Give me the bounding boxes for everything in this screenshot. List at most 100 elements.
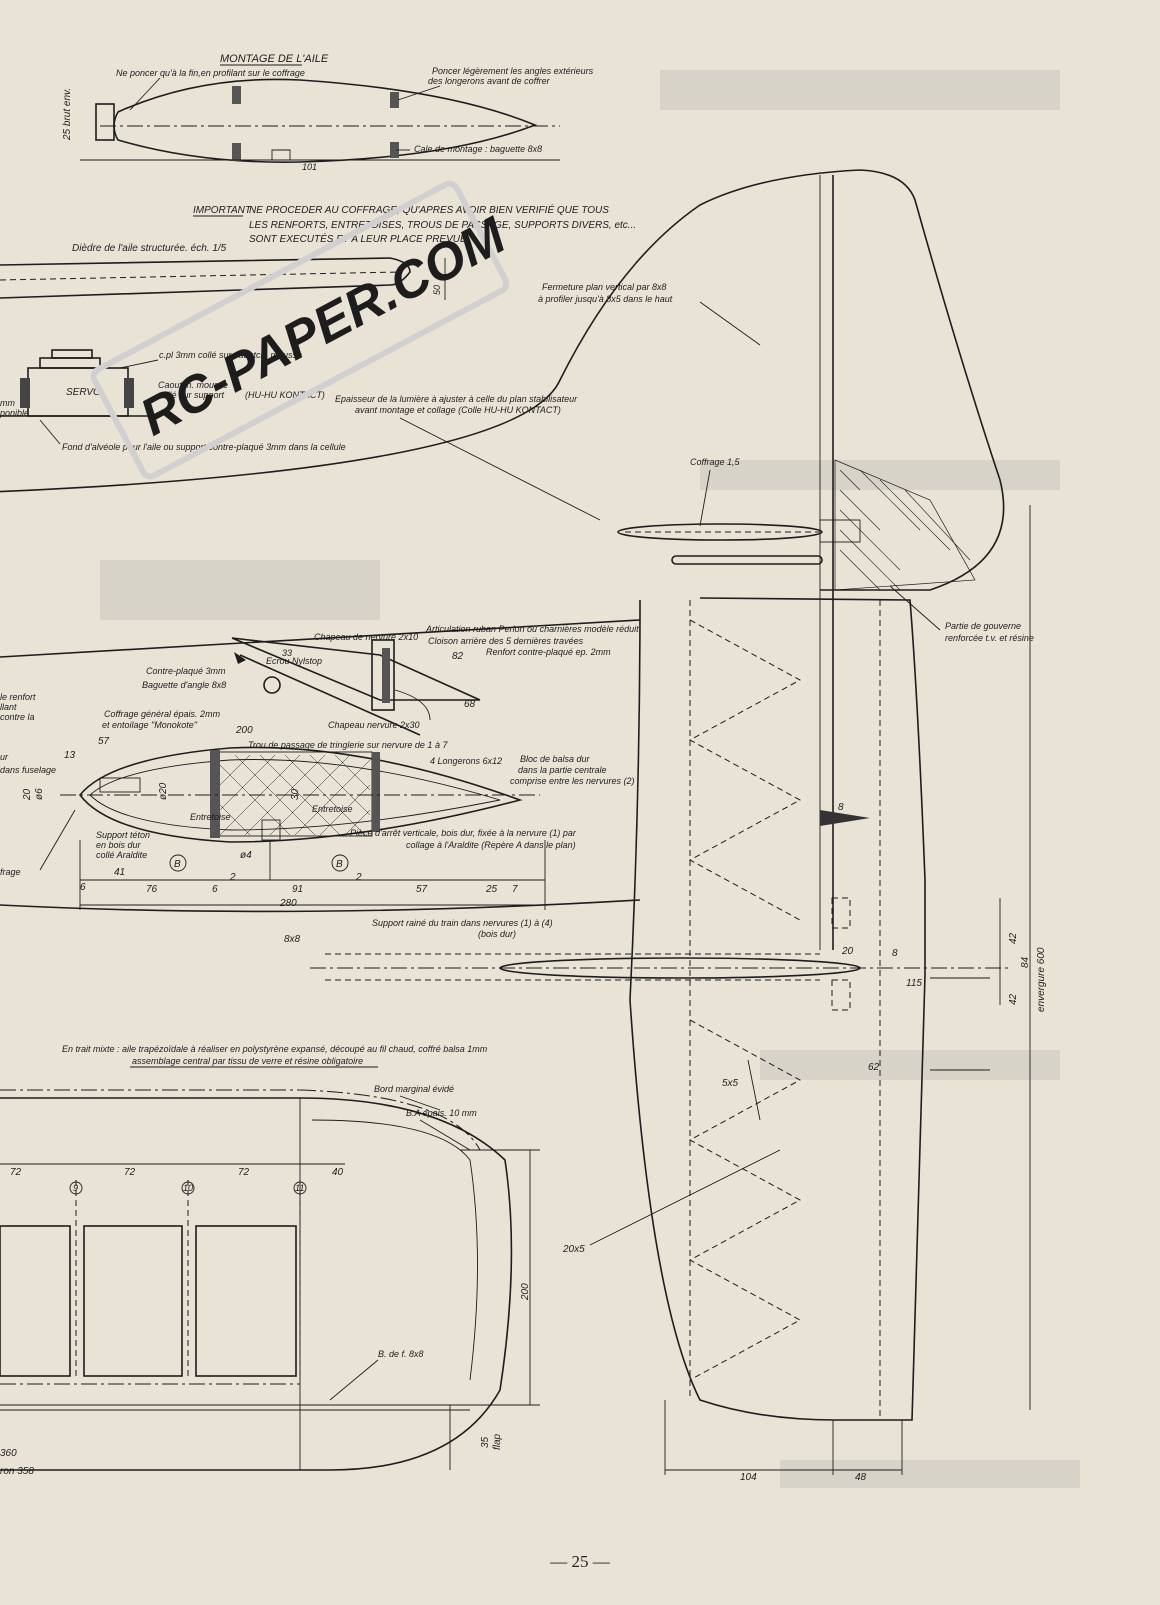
dim-7: 7 (512, 884, 518, 895)
rib-section-dimensions: 57 13 20 ø6 ø20 82 68 200 30 ø4 6 41 76 … (22, 648, 518, 945)
tail-dim-84: 84 (1020, 956, 1031, 968)
gear-note-2: (bois dur) (478, 929, 516, 939)
control-surface-note: Partie de gouverne (945, 621, 1021, 631)
spar-bottom-1 (232, 143, 241, 161)
sheeting-note: Coffrage général épais. 2mm (104, 709, 221, 719)
note-spar-edges-2: des longerons avant de coffrer (428, 76, 551, 86)
wing-flap-label: flap (492, 1433, 503, 1450)
dim-101: 101 (302, 162, 317, 172)
dihedral-view: Dièdre de l'aile structurée. éch. 1/5 50 (0, 243, 446, 300)
dowel-note-2: en bois dur (96, 840, 142, 850)
print-through-background (100, 70, 1080, 1488)
wing-span-2: ron 358 (0, 1466, 34, 1477)
dim-68: 68 (464, 699, 476, 710)
spars-note: 4 Longerons 6x12 (430, 756, 502, 766)
dim-82: 82 (452, 651, 464, 662)
wing-plan-note-2: assemblage central par tissu de verre et… (132, 1056, 363, 1066)
wing-plan-note: En trait mixte : aile trapézoïdale à réa… (62, 1044, 488, 1054)
tail-dim-104: 104 (740, 1472, 757, 1483)
tail-dim-42b: 42 (1008, 993, 1019, 1005)
wing-dim-72b: 72 (124, 1167, 136, 1178)
dim-280: 280 (279, 898, 297, 909)
tail-dim-42a: 42 (1008, 932, 1019, 944)
pushrod-note: Trou de passage de tringlerie sur nervur… (248, 740, 448, 750)
trailing-edge-note: B. de f. 8x8 (378, 1349, 424, 1359)
spacer-note-2: Entretoise (312, 804, 353, 814)
rib-airfoil (78, 746, 523, 843)
servo-left-note-2: ponible (0, 408, 29, 418)
stop-note: Pièce d'arrêt verticale, bois dur, fixée… (350, 828, 577, 838)
circle-B1: B (174, 859, 181, 870)
dim-20: 20 (22, 788, 33, 801)
control-surface-note-2: renforcée t.v. et résine (945, 633, 1034, 643)
stab-slot (617, 523, 823, 541)
important-line-3: SONT EXECUTÉS ET A LEUR PLACE PREVUE (249, 232, 467, 245)
dihedral-dim: 50 (432, 285, 442, 295)
page-number: — 25 — (550, 1552, 610, 1571)
spar-bottom-2 (390, 142, 399, 158)
sheeting-note-2: et entoilage "Monokote" (102, 720, 198, 730)
tail-dim-20: 20 (841, 946, 854, 957)
dim-2b: 2 (355, 872, 362, 883)
tail-dimensions: 8 20 8 115 42 42 84 envergure 600 62 5x5… (562, 802, 1047, 1483)
wing-span-1: 360 (0, 1448, 17, 1459)
dim-8x8: 8x8 (284, 934, 301, 945)
important-label: IMPORTANT (193, 205, 252, 216)
dim-13: 13 (64, 750, 76, 761)
wing-dim-72a: 72 (10, 1167, 22, 1178)
stop-note-2: collage à l'Araldite (Repère A dans le p… (406, 840, 576, 850)
tail-dim-8a: 8 (838, 802, 844, 813)
dim-6b: 6 (212, 884, 218, 895)
angle-strip-note: Baguette d'angle 8x8 (142, 680, 226, 690)
rear-bulkhead-note: Cloison arrière des 5 dernières travées (428, 636, 584, 646)
fin-slot-note-2: avant montage et collage (Colle HU-HU KO… (355, 405, 561, 415)
tail-dim-115: 115 (906, 978, 922, 989)
gear-note: Support rainé du train dans nervures (1)… (372, 918, 553, 928)
important-note: IMPORTANT NE PROCEDER AU COFFRAGE, QU'AP… (193, 203, 636, 245)
dim-thickness: 25 brut env. (62, 88, 73, 141)
ply-reinforce-note: Renfort contre-plaqué ep. 2mm (486, 647, 611, 657)
rib-section (0, 619, 641, 913)
important-line-2: LES RENFORTS, ENTRETOISES, TROUS DE PASS… (249, 220, 636, 231)
note-sanding: Ne poncer qu'à la fin,en profilant sur l… (116, 68, 305, 78)
nylstop-note: Ecrou Nylstop (266, 656, 322, 666)
wingtip-note: Bord marginal évidé (374, 1084, 454, 1094)
tail-dim-8b: 8 (892, 948, 898, 959)
dowel-note: Support téton (96, 830, 150, 840)
dowel-note-3: collé Araldite (96, 850, 147, 860)
dim-phi20: ø20 (158, 782, 169, 800)
dim-91: 91 (292, 884, 303, 895)
rib-number-9: 9 (73, 1183, 78, 1193)
watermark: RC-PAPER.COM (90, 180, 516, 480)
servo-left-note-1: mm (0, 398, 15, 408)
hinge-note: Articulation ruban Perlon ou charnières … (425, 624, 639, 634)
dim-76: 76 (146, 884, 158, 895)
vertical-fin-outline: Fermeture plan vertical par 8x8 à profil… (0, 169, 1034, 950)
wing-dim-72c: 72 (238, 1167, 250, 1178)
dihedral-label: Dièdre de l'aile structurée. éch. 1/5 (72, 243, 227, 254)
tail-span: envergure 600 (1036, 947, 1047, 1012)
rib-section-labels: Chapeau de nervure 2x10 Articulation rub… (0, 624, 639, 939)
servo-rubber-note: Caoutch. mousse (158, 380, 228, 390)
dim-phi6: ø6 (34, 788, 45, 800)
wing-dim-35: 35 (480, 1436, 491, 1448)
dim-33: 33 (282, 648, 292, 658)
circle-B2: B (336, 859, 343, 870)
dim-25: 25 (485, 884, 498, 895)
spacer-note-1: Entretoise (190, 812, 231, 822)
fin-closure-note: Fermeture plan vertical par 8x8 (542, 282, 667, 292)
rib-number-10: 10 (183, 1183, 193, 1193)
dim-2a: 2 (229, 872, 236, 883)
dim-57b: 57 (416, 884, 428, 895)
dim-41: 41 (114, 867, 125, 878)
servo-rubber-note-2: collé sur support (158, 390, 225, 400)
fin-slot-note: Epaisseur de la lumière à ajuster à cell… (335, 394, 578, 404)
servo-label: SERVO (66, 387, 101, 398)
wing-dim-40: 40 (332, 1167, 344, 1178)
dim-6a: 6 (80, 882, 86, 893)
left-note-e: dans fuselage (0, 765, 56, 775)
leading-edge-block (95, 103, 115, 141)
stabilizer-plan (310, 505, 1031, 1475)
dim-57a: 57 (98, 736, 110, 747)
